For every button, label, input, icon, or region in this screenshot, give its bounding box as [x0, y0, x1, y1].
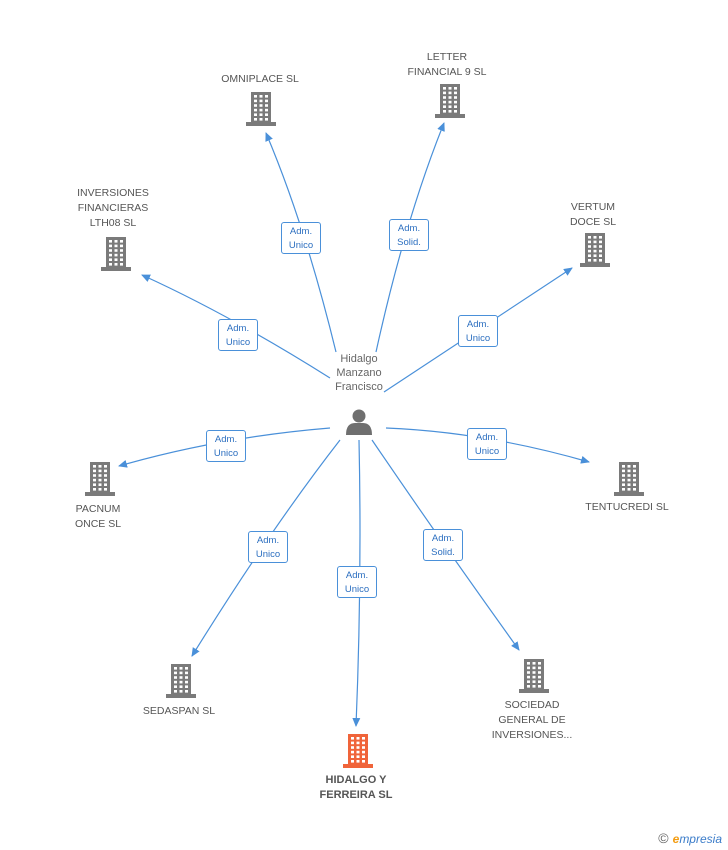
center-person-name: Hidalgo Manzano Francisco: [335, 353, 383, 393]
company-label-hidalgo[interactable]: HIDALGO Y FERREIRA SL: [319, 774, 393, 801]
company-label-sociedad[interactable]: SOCIEDAD GENERAL DE INVERSIONES...: [491, 699, 573, 741]
building-icon[interactable]: [85, 462, 115, 496]
role-badge-hidalgo[interactable]: Adm. Unico: [337, 566, 377, 598]
building-icon[interactable]: [101, 237, 131, 271]
person-icon[interactable]: [346, 409, 372, 436]
role-badge-tentucredi[interactable]: Adm. Unico: [467, 428, 507, 460]
company-label-letter[interactable]: LETTER FINANCIAL 9 SL: [407, 51, 487, 78]
building-icon[interactable]: [343, 734, 373, 768]
role-badge-letter[interactable]: Adm. Solid.: [389, 219, 429, 251]
building-icon[interactable]: [246, 92, 276, 126]
footer-brand: ©empresia: [658, 830, 722, 846]
building-icon[interactable]: [435, 84, 465, 118]
company-label-sedaspan[interactable]: SEDASPAN SL: [142, 705, 216, 717]
building-icon[interactable]: [580, 233, 610, 267]
company-label-omniplace[interactable]: OMNIPLACE SL: [221, 73, 299, 85]
company-label-vertum[interactable]: VERTUM DOCE SL: [569, 201, 617, 228]
building-icon[interactable]: [614, 462, 644, 496]
company-label-pacnum[interactable]: PACNUM ONCE SL: [74, 503, 122, 530]
role-badge-sedaspan[interactable]: Adm. Unico: [248, 531, 288, 563]
role-badge-omniplace[interactable]: Adm. Unico: [281, 222, 321, 254]
company-label-tentucredi[interactable]: TENTUCREDI SL: [585, 501, 669, 513]
building-icon[interactable]: [166, 664, 196, 698]
copyright-symbol: ©: [658, 830, 669, 846]
brand-initial: e: [672, 832, 680, 846]
brand-name: mpresia: [679, 832, 722, 846]
building-icon[interactable]: [519, 659, 549, 693]
role-badge-sociedad[interactable]: Adm. Solid.: [423, 529, 463, 561]
role-badge-inversiones[interactable]: Adm. Unico: [218, 319, 258, 351]
role-badge-pacnum[interactable]: Adm. Unico: [206, 430, 246, 462]
company-label-inversiones[interactable]: INVERSIONES FINANCIERAS LTH08 SL: [77, 187, 149, 229]
role-badge-vertum[interactable]: Adm. Unico: [458, 315, 498, 347]
